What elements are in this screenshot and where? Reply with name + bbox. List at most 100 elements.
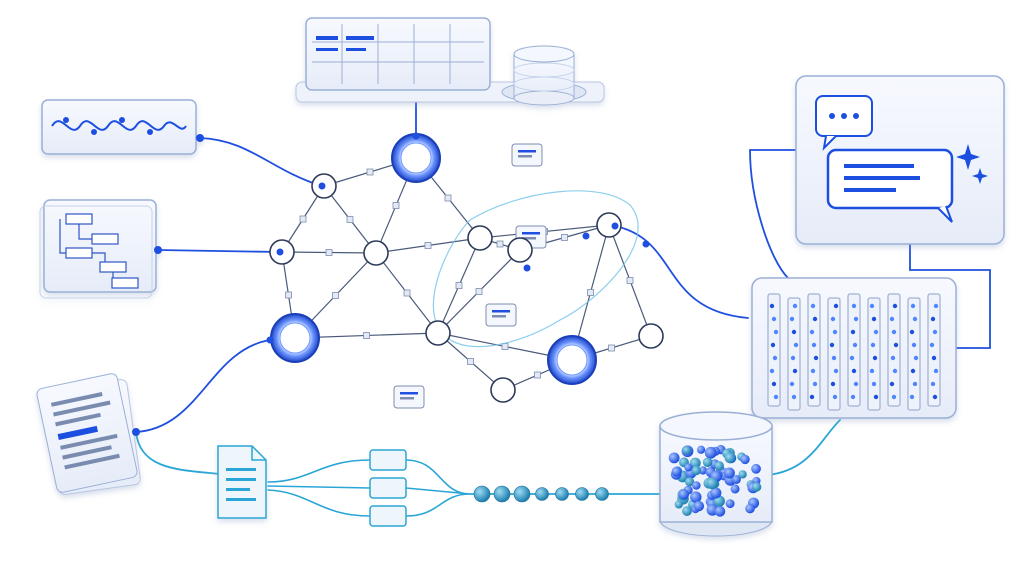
waveform-to-graph-connector xyxy=(199,137,323,187)
edge-marker xyxy=(561,234,568,241)
graph-node xyxy=(490,377,516,403)
embedding-ball xyxy=(730,484,740,494)
server-light xyxy=(892,368,898,374)
server-light xyxy=(830,316,836,322)
embedding-ball xyxy=(693,500,705,512)
server-light xyxy=(890,355,896,361)
table-database xyxy=(295,17,605,106)
bead xyxy=(595,487,609,501)
document-stack xyxy=(36,373,141,495)
embedding-ball xyxy=(671,466,682,477)
server-light xyxy=(850,394,856,400)
server-light xyxy=(771,316,777,322)
server-light xyxy=(790,355,796,361)
server-light xyxy=(909,329,915,335)
flowchart-panel xyxy=(39,199,162,299)
server-light xyxy=(873,394,879,400)
server-rack-icon xyxy=(767,293,941,411)
server-light xyxy=(810,303,816,309)
flow-connectors xyxy=(135,99,991,517)
embedding-ball xyxy=(710,487,722,499)
graph-edges xyxy=(281,157,652,391)
cylinder-database xyxy=(501,45,587,106)
server-to-chat-connector xyxy=(749,149,801,279)
document-icon xyxy=(50,392,120,470)
server-light xyxy=(933,303,939,309)
server-light xyxy=(932,329,938,335)
flowchart-icon xyxy=(59,213,139,289)
bead xyxy=(555,487,569,501)
table-icon xyxy=(312,24,484,84)
server-light xyxy=(909,394,915,400)
edge-marker xyxy=(392,202,400,209)
server-light xyxy=(853,381,859,387)
server-light xyxy=(891,394,897,400)
embedding-ball xyxy=(714,461,724,471)
flowchart-to-graph-connector xyxy=(157,249,281,253)
embedding-ball xyxy=(698,466,708,475)
server-light xyxy=(812,381,818,387)
server-light xyxy=(891,329,897,335)
server-light xyxy=(872,355,878,361)
edge-marker xyxy=(534,371,541,379)
server-light xyxy=(791,394,797,400)
embedding-ball xyxy=(689,457,701,469)
server-light xyxy=(813,355,819,361)
server-light xyxy=(870,342,876,348)
server-light xyxy=(792,303,798,309)
embedding-ball xyxy=(751,482,762,492)
server-light xyxy=(769,303,775,309)
chunk-icon xyxy=(369,449,407,471)
server-light xyxy=(832,394,838,400)
server-light xyxy=(833,303,839,309)
embedding-ball xyxy=(668,452,680,464)
connector-dot xyxy=(276,248,284,256)
server-light xyxy=(830,381,836,387)
embedding-ball xyxy=(740,454,750,465)
embedding-ball xyxy=(674,500,683,509)
server-light xyxy=(833,368,839,374)
embedding-ball xyxy=(751,463,761,474)
chunk-icon xyxy=(369,505,407,527)
tag-card xyxy=(485,303,517,327)
graph-hub-core xyxy=(279,322,311,354)
server-light xyxy=(892,303,898,309)
graph-node xyxy=(425,320,451,346)
server-light xyxy=(773,394,779,400)
embedding-jar xyxy=(659,411,773,537)
embedding-ball xyxy=(738,470,747,479)
file-chunker xyxy=(217,445,267,519)
server-light xyxy=(852,342,858,348)
server-light xyxy=(911,342,917,348)
embedding-ball xyxy=(682,506,692,516)
document-to-hub-connector xyxy=(135,339,271,433)
server-light xyxy=(809,394,815,400)
graph-node xyxy=(507,237,533,263)
file-to-chunks-connector-2 xyxy=(267,485,371,489)
server-light xyxy=(851,368,857,374)
connector-dot xyxy=(642,240,650,248)
tag-card xyxy=(393,385,425,409)
embedding-ball xyxy=(684,463,693,472)
server-light xyxy=(812,316,818,322)
edge-marker xyxy=(325,249,333,256)
edge-marker xyxy=(332,292,339,299)
embedding-ball xyxy=(745,503,755,514)
waveform-icon xyxy=(51,120,187,131)
server-light xyxy=(910,368,916,374)
waveform-panel xyxy=(41,99,204,155)
embedding-ball xyxy=(678,489,689,500)
server-light xyxy=(772,355,778,361)
edge-marker xyxy=(403,289,411,297)
graph-nodes xyxy=(266,132,664,403)
server-light xyxy=(933,368,939,374)
chunks-to-chain-connector xyxy=(405,459,471,517)
edge-marker xyxy=(587,289,594,296)
server-light xyxy=(912,316,918,322)
server-light xyxy=(771,381,777,387)
chat-window xyxy=(795,75,1005,245)
server-light xyxy=(810,368,816,374)
edge-marker xyxy=(467,358,474,365)
embedding-chain xyxy=(473,485,609,503)
